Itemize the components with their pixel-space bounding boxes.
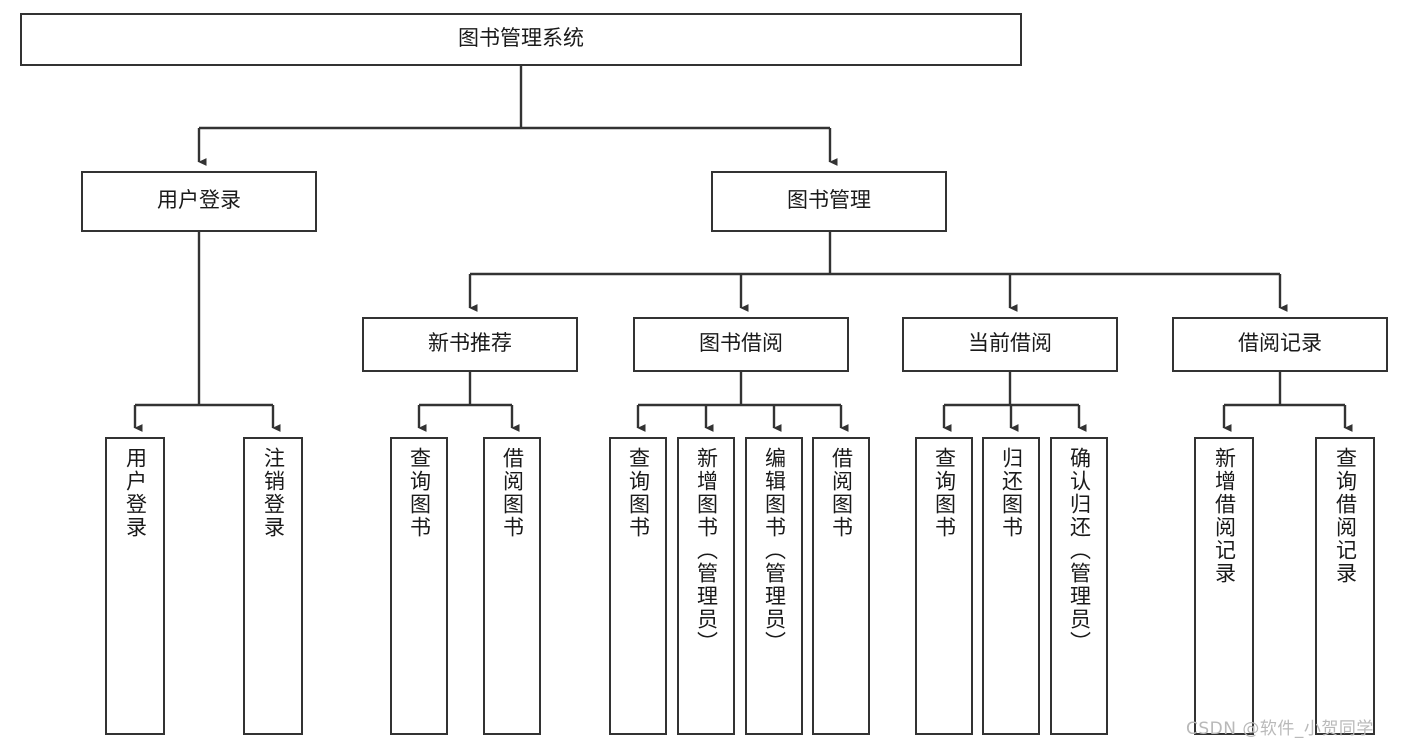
node-label: 新增借阅记录 bbox=[1212, 447, 1236, 585]
node-label: 用户登录 bbox=[123, 447, 147, 539]
leaf-add-borrow-record[interactable]: 新增借阅记录 bbox=[1194, 437, 1254, 735]
node-label: 图书管理 bbox=[787, 189, 871, 213]
node-label: 当前借阅 bbox=[968, 332, 1052, 356]
leaf-borrow-book-recommend[interactable]: 借阅图书 bbox=[483, 437, 541, 735]
node-label: 查询图书 bbox=[626, 447, 650, 539]
node-label: 注销登录 bbox=[261, 447, 285, 539]
node-label: 新书推荐 bbox=[428, 332, 512, 356]
node-label: 借阅图书 bbox=[829, 447, 853, 539]
node-label: 图书借阅 bbox=[699, 332, 783, 356]
leaf-user-login[interactable]: 用户登录 bbox=[105, 437, 165, 735]
node-label: 图书管理系统 bbox=[458, 27, 584, 51]
leaf-confirm-return-admin[interactable]: 确认归还（管理员） bbox=[1050, 437, 1108, 735]
leaf-return-book[interactable]: 归还图书 bbox=[982, 437, 1040, 735]
node-label: 查询图书 bbox=[407, 447, 431, 539]
node-book-borrow[interactable]: 图书借阅 bbox=[633, 317, 849, 372]
node-label: 确认归还（管理员） bbox=[1067, 447, 1091, 654]
node-label: 查询图书 bbox=[932, 447, 956, 539]
leaf-add-book-admin[interactable]: 新增图书（管理员） bbox=[677, 437, 735, 735]
leaf-borrow-book[interactable]: 借阅图书 bbox=[812, 437, 870, 735]
node-label: 查询借阅记录 bbox=[1333, 447, 1357, 585]
leaf-logout[interactable]: 注销登录 bbox=[243, 437, 303, 735]
leaf-query-book-current[interactable]: 查询图书 bbox=[915, 437, 973, 735]
node-new-book-recommend[interactable]: 新书推荐 bbox=[362, 317, 578, 372]
node-user-login[interactable]: 用户登录 bbox=[81, 171, 317, 232]
node-label: 编辑图书（管理员） bbox=[762, 447, 786, 654]
leaf-edit-book-admin[interactable]: 编辑图书（管理员） bbox=[745, 437, 803, 735]
node-current-borrow[interactable]: 当前借阅 bbox=[902, 317, 1118, 372]
node-label: 借阅记录 bbox=[1238, 332, 1322, 356]
node-label: 借阅图书 bbox=[500, 447, 524, 539]
csdn-watermark: CSDN @软件_小贺同学 bbox=[1186, 719, 1374, 739]
leaf-query-book-borrow[interactable]: 查询图书 bbox=[609, 437, 667, 735]
leaf-query-book-recommend[interactable]: 查询图书 bbox=[390, 437, 448, 735]
node-label: 用户登录 bbox=[157, 189, 241, 213]
node-book-management[interactable]: 图书管理 bbox=[711, 171, 947, 232]
node-root-system[interactable]: 图书管理系统 bbox=[20, 13, 1022, 66]
leaf-query-borrow-record[interactable]: 查询借阅记录 bbox=[1315, 437, 1375, 735]
node-borrow-records[interactable]: 借阅记录 bbox=[1172, 317, 1388, 372]
node-label: 归还图书 bbox=[999, 447, 1023, 539]
node-label: 新增图书（管理员） bbox=[694, 447, 718, 654]
